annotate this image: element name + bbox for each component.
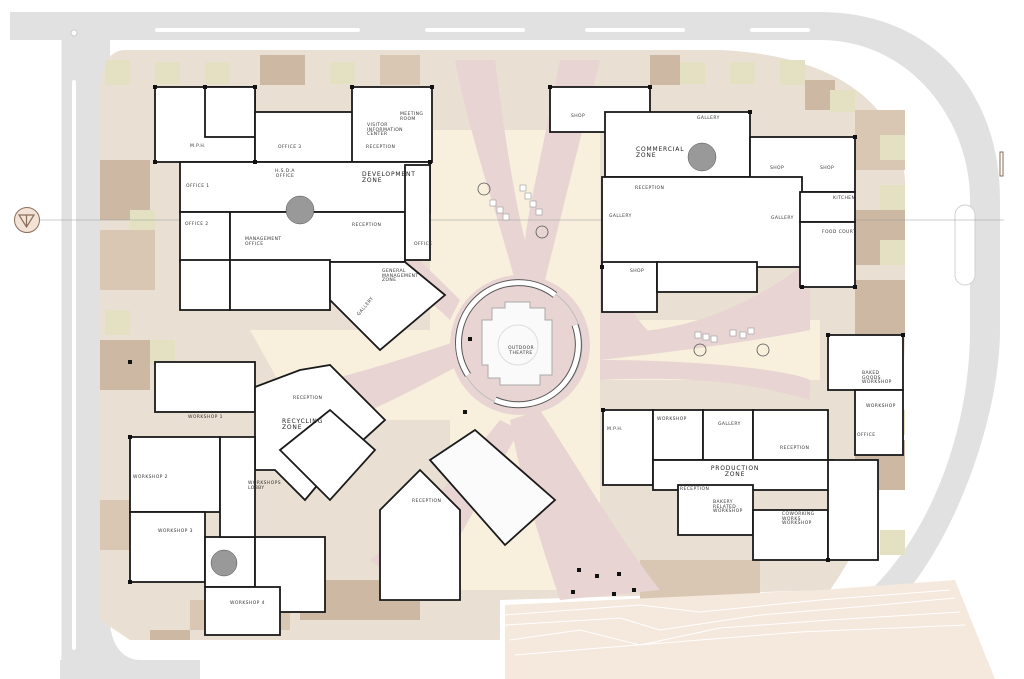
room-label-kitchen: KITCHEN	[833, 196, 856, 201]
room-label-shop-c4: SHOP	[630, 269, 645, 274]
outdoor-theatre-label: OUTDOOR THEATRE	[508, 346, 535, 356]
room-label-workshop-p1: WORKSHOP	[657, 417, 687, 422]
room-label-management-office: MANAGEMENT OFFICE	[245, 237, 282, 247]
zone-title-commercial: COMMERCIAL ZONE	[636, 146, 685, 159]
zone-title-recycling: RECYCLING ZONE	[282, 418, 324, 431]
structural-columns	[128, 85, 905, 584]
zone-title-development: DEVELOPMENT ZONE	[362, 171, 416, 184]
north-arrow-icon	[14, 207, 40, 233]
landscape-trees	[477, 182, 770, 357]
room-label-reception-r1: RECEPTION	[293, 396, 323, 401]
room-label-bakery-workshop: BAKERY RELATED WORKSHOP	[713, 500, 743, 514]
room-label-baked-goods-workshop: BAKED GOODS WORKSHOP	[862, 371, 892, 385]
room-label-reception-dev: RECEPTION	[352, 223, 382, 228]
room-label-shop-c3: SHOP	[820, 166, 835, 171]
central-bottom-building	[379, 428, 557, 601]
room-label-office-2: OFFICE 2	[185, 222, 209, 227]
room-label-workshop-p2: WORKSHOP	[866, 404, 896, 409]
commercial-zone-building	[549, 86, 856, 313]
room-label-workshops-lobby: WORKSHOPS LOBBY	[248, 481, 282, 491]
room-label-office-3: OFFICE 3	[278, 145, 302, 150]
room-label-reception-dev-top: RECEPTION	[366, 145, 396, 150]
room-label-workshop-1: WORKSHOP 1	[188, 415, 223, 420]
room-label-coworking-workshop: COWORKING WORKS WORKSHOP	[782, 512, 815, 526]
outdoor-seating	[489, 184, 755, 343]
room-label-gallery-c2: GALLERY	[609, 214, 632, 219]
zone-title-production: PRODUCTION ZONE	[710, 465, 760, 478]
room-label-shop-c2: SHOP	[770, 166, 785, 171]
outdoor-theatre	[455, 279, 583, 409]
room-label-visitor-info: VISITOR INFORMATION CENTER	[367, 123, 403, 137]
room-label-workshop-4: WORKSHOP 4	[230, 601, 265, 606]
room-label-gallery-c1: GALLERY	[697, 116, 720, 121]
room-label-office-p: OFFICE	[857, 433, 876, 438]
room-label-meeting-room: MEETING ROOM	[400, 112, 424, 122]
room-label-mph-dev: M.P.H.	[190, 144, 206, 149]
paving-tiles	[100, 55, 905, 640]
room-label-workshop-2: WORKSHOP 2	[133, 475, 168, 480]
room-label-office-dev: OFFICE	[414, 242, 433, 247]
recycling-zone-building	[129, 361, 387, 636]
production-zone-building	[602, 334, 904, 561]
room-label-general-management: GENERAL MANAGEMENT ZONE	[382, 269, 419, 283]
room-label-reception-p1: RECEPTION	[780, 446, 810, 451]
courtyard-trees	[210, 142, 717, 577]
room-label-gallery-c3: GALLERY	[771, 216, 794, 221]
room-label-office-1: OFFICE 1	[186, 184, 210, 189]
room-label-reception-c: RECEPTION	[635, 186, 665, 191]
slope-contours	[505, 580, 995, 679]
room-label-gallery-p: GALLERY	[718, 422, 741, 427]
room-label-mph-prod: M.P.H.	[607, 427, 623, 432]
room-label-shop-c1: SHOP	[571, 114, 586, 119]
room-label-food-court: FOOD COURT	[822, 230, 857, 235]
room-label-workshop-3: WORKSHOP 3	[158, 529, 193, 534]
room-label-reception-r2: RECEPTION	[412, 499, 442, 504]
room-label-hsda-office: H.S.D.A OFFICE	[275, 169, 295, 179]
cafe-tables	[571, 568, 636, 596]
room-label-reception-p2: RECEPTION	[680, 487, 710, 492]
